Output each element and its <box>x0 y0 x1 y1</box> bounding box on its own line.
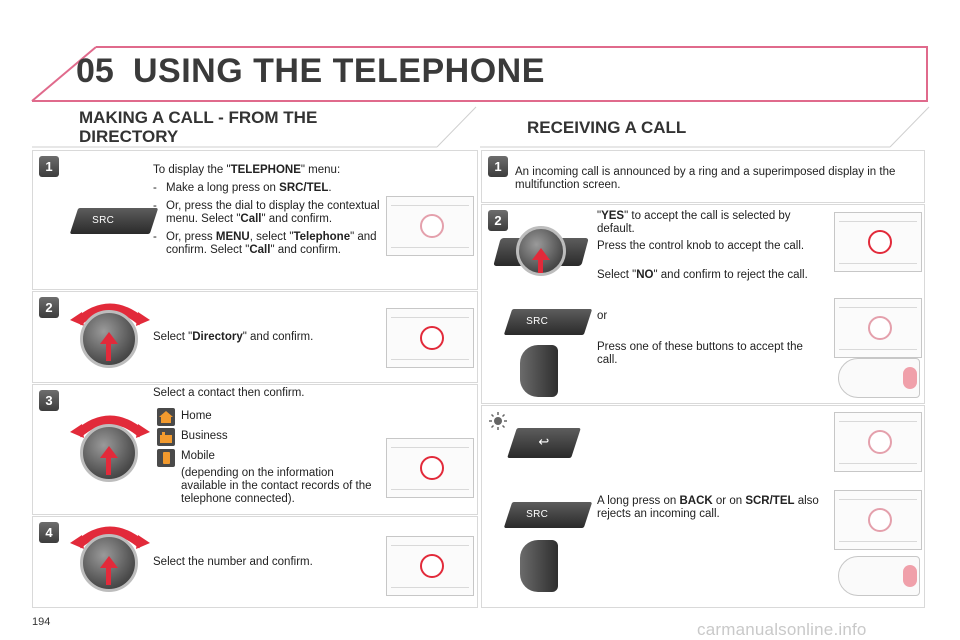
step-badge-3: 3 <box>39 390 59 411</box>
chapter-number: 05 <box>76 52 114 90</box>
step-badge-4: 4 <box>39 522 59 543</box>
step4-text: Select the number and confirm. <box>153 556 313 568</box>
header-border-top <box>96 46 928 48</box>
radio-panel-illustration <box>834 490 922 550</box>
knob-accept-text: Press the control knob to accept the cal… <box>597 240 805 252</box>
back-button-icon: ↩ <box>507 428 581 458</box>
page-number: 194 <box>32 616 51 628</box>
steering-stalk-illustration <box>838 358 920 398</box>
yes-default-text: "YES" to accept the call is selected by … <box>597 210 791 235</box>
step-badge-2: 2 <box>39 297 59 318</box>
src-label: SRC <box>526 509 549 520</box>
step-badge-1: 1 <box>39 156 59 177</box>
tip-sun-icon <box>489 412 507 430</box>
press-arrow-icon <box>100 556 118 568</box>
step2-text: Select "Directory" and confirm. <box>153 331 314 343</box>
radio-panel-illustration <box>834 412 922 472</box>
radio-panel-illustration <box>386 308 474 368</box>
rotate-arrow-icon <box>70 303 150 326</box>
rotate-arrow-icon <box>70 526 150 549</box>
src-tel-button-icon: SRC <box>503 309 593 335</box>
left-title-line2: DIRECTORY <box>79 127 179 146</box>
src-label: SRC <box>526 316 549 327</box>
right-title-frame <box>480 106 930 148</box>
rotate-arrow-icon <box>70 415 150 438</box>
radio-panel-illustration <box>386 438 474 498</box>
contact-type-mobile: Mobile <box>181 450 215 462</box>
business-icon <box>157 428 175 446</box>
press-arrow-icon <box>100 332 118 344</box>
buttons-accept-text: Press one of these buttons to accept the… <box>597 341 803 366</box>
press-arrow-icon <box>532 248 550 260</box>
watermark: carmanualsonline.info <box>697 620 867 639</box>
src-tel-button-icon: SRC <box>503 502 593 528</box>
radio-panel-illustration <box>386 536 474 596</box>
src-tel-button-icon: SRC <box>69 208 159 234</box>
steering-control-icon <box>520 540 558 592</box>
tip-text: A long press on BACK or on SCR/TEL also … <box>597 495 819 520</box>
right-step1-panel <box>481 150 925 203</box>
left-title-frame <box>32 106 477 148</box>
or-text: or <box>597 310 608 322</box>
radio-panel-illustration <box>834 212 922 272</box>
steering-control-icon <box>520 345 558 397</box>
step1-instructions: To display the "TELEPHONE" menu: Make a … <box>153 164 381 257</box>
step-badge-2: 2 <box>488 210 508 231</box>
press-arrow-icon <box>100 446 118 458</box>
steering-stalk-illustration <box>838 556 920 596</box>
radio-panel-illustration <box>834 298 922 358</box>
incoming-call-text: An incoming call is announced by a ring … <box>515 166 896 191</box>
mobile-icon <box>157 449 175 467</box>
no-reject-text: Select "NO" and confirm to reject the ca… <box>597 269 808 281</box>
right-section-title: RECEIVING A CALL <box>527 118 687 137</box>
header-corner-line <box>31 46 97 102</box>
contact-type-home: Home <box>181 410 212 422</box>
page-title: USING THE TELEPHONE <box>133 52 545 90</box>
step3-note: (depending on the information available … <box>181 467 372 505</box>
step3-intro: Select a contact then confirm. <box>153 387 305 399</box>
src-label: SRC <box>92 215 115 226</box>
step-badge-1: 1 <box>488 156 508 177</box>
left-section-title: MAKING A CALL - FROM THE DIRECTORY <box>79 108 317 146</box>
home-icon <box>157 408 175 426</box>
contact-type-business: Business <box>181 430 228 442</box>
radio-panel-illustration <box>386 196 474 256</box>
left-title-line1: MAKING A CALL - FROM THE <box>79 108 318 127</box>
header-border-bottom <box>32 100 928 102</box>
header-border-right <box>926 46 928 102</box>
